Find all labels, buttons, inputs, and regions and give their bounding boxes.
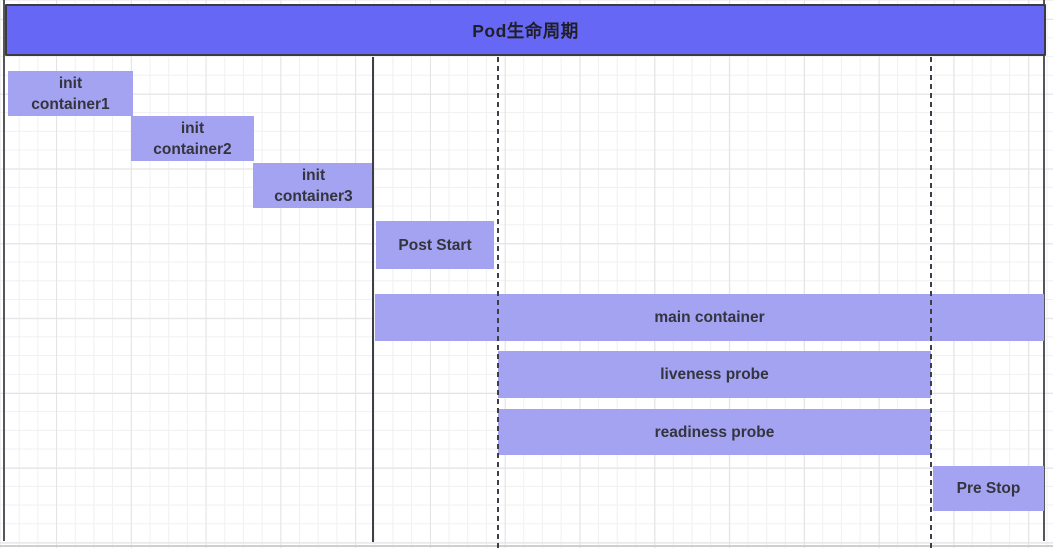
post-start-bar: Post Start: [376, 221, 494, 269]
diagram-title-bar: Pod生命周期: [5, 4, 1046, 56]
pre-stop-line: [930, 57, 932, 548]
frame-right-border: [1043, 0, 1045, 541]
liveness-probe-bar: liveness probe: [498, 351, 931, 398]
init-container2-bar: init container2: [131, 116, 254, 161]
init-container1-bar: init container1: [8, 71, 133, 116]
probe-start-line: [497, 57, 499, 548]
frame-bottom-border: [0, 545, 1053, 547]
init-container3-bar: init container3: [253, 163, 374, 208]
readiness-probe-bar: readiness probe: [498, 409, 931, 455]
pre-stop-bar: Pre Stop: [933, 466, 1044, 511]
frame-left-border: [3, 0, 5, 541]
main-container-bar: main container: [375, 294, 1044, 341]
main-start-line: [372, 57, 374, 542]
diagram-title: Pod生命周期: [472, 20, 579, 41]
